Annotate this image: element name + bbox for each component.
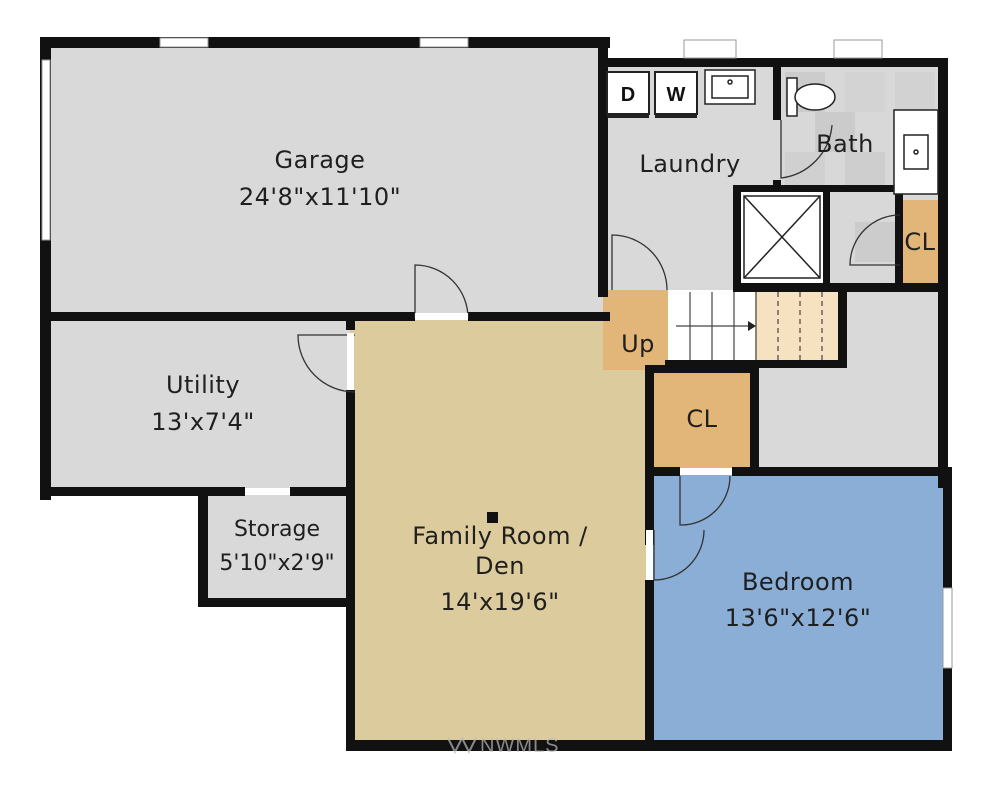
washer-label: W: [667, 84, 686, 106]
stairs-lit-area: [755, 292, 840, 360]
storage-name: Storage: [234, 517, 320, 542]
bedroom-dims: 13'6"x12'6": [725, 604, 872, 632]
watermark-text: NWMLS: [480, 735, 559, 757]
door-swings: [297, 120, 901, 581]
family-name-line1: Family Room /: [412, 522, 588, 550]
closet-bath-label: CL: [904, 228, 935, 256]
dryer-icon: [606, 71, 650, 118]
bath-sink-icon: [893, 109, 939, 195]
closet-mid-label: CL: [686, 405, 717, 433]
utility-floor: [48, 318, 350, 492]
bedroom-floor: [650, 472, 946, 743]
thermostat-icon: [487, 512, 498, 523]
family-floor: [350, 318, 650, 743]
laundry-sink-icon: [704, 69, 756, 105]
toilet-icon: [786, 77, 836, 117]
bedroom-name: Bedroom: [742, 568, 854, 596]
dryer-label: D: [621, 84, 635, 106]
watermark: NWMLS: [447, 735, 559, 757]
closet-bath-floor: [902, 200, 939, 285]
garage-dims: 24'8"x11'10": [239, 183, 401, 211]
stair-arrow-icon: [748, 321, 756, 331]
stair-landing-floor: [603, 290, 668, 370]
laundry-name: Laundry: [639, 150, 740, 178]
shower-icon: [743, 195, 821, 279]
closet-mid-floor: [652, 370, 752, 470]
storage-dims: 5'10"x2'9": [219, 551, 334, 576]
door-openings: [245, 313, 732, 580]
family-name-line2: Den: [475, 552, 525, 580]
bath-name: Bath: [816, 130, 874, 158]
stairs-up-label: Up: [621, 330, 655, 358]
stair-treads: [676, 292, 823, 362]
utility-name: Utility: [166, 371, 240, 399]
garage-floor: [48, 45, 603, 318]
storage-floor: [205, 492, 350, 598]
washer-icon: [654, 71, 698, 118]
family-dims: 14'x19'6": [440, 588, 559, 616]
utility-dims: 13'x7'4": [151, 408, 255, 436]
garage-name: Garage: [275, 146, 366, 174]
windows: [41, 37, 953, 669]
bath-tile-pattern: [785, 72, 935, 262]
